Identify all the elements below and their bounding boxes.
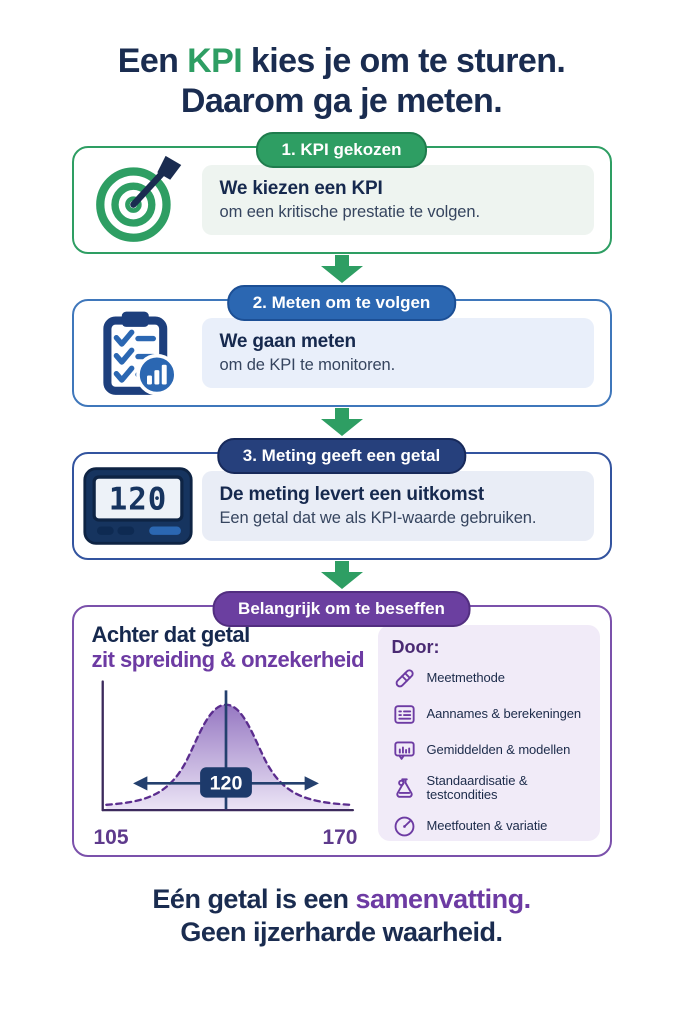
step-1-icon-col (74, 154, 202, 246)
cause-item-aannames: Aannames & berekeningen (392, 702, 588, 727)
step-2-content: We gaan meten om de KPI te monitoren. (201, 317, 594, 388)
clipboard-checklist-icon (102, 311, 178, 395)
title-part1: Een (117, 42, 188, 80)
cause-item-standaardisatie: Standaardisatie & testcondities (392, 772, 588, 804)
footer-line-2: Geen ijzerharde waarheid. (180, 917, 503, 948)
main-title: Een KPI kies je om te sturen. Daarom ga … (0, 0, 683, 122)
cause-label: Meetfouten & variatie (426, 818, 548, 834)
footer-line-1: Eén getal is een samenvatting. (0, 883, 683, 917)
down-arrow-icon (320, 254, 363, 283)
x-axis-labels: 105 170 (92, 826, 360, 850)
down-arrow-icon (320, 407, 363, 436)
step-3-body: Een getal dat we als KPI-waarde gebruike… (219, 508, 537, 527)
down-arrow-icon (320, 560, 363, 589)
insight-box: Belangrijk om te beseffen Achter dat get… (71, 590, 612, 857)
cause-item-meetmethode: Meetmethode (392, 666, 588, 691)
spread-arrowhead-right (304, 775, 319, 791)
flow-arrow-2 (72, 407, 612, 437)
center-value-badge (199, 766, 252, 798)
cause-label: Gemiddelden & modellen (426, 741, 571, 757)
footer-highlight: samenvatting. (355, 883, 532, 914)
title-line-2: Daarom ga je meten. (180, 81, 503, 120)
step-3-icon-col: 120 (74, 463, 202, 549)
insight-heading: Achter dat getal zit spreiding & onzeker… (92, 622, 370, 673)
footer-statement: Eén getal is een samenvatting. Geen ijze… (0, 883, 683, 951)
display-value: 120 (108, 481, 166, 517)
step-2-heading: We gaan meten (219, 330, 357, 352)
step-3-badge: 3. Meting geeft een getal (216, 437, 467, 474)
flow-arrow-3 (72, 560, 612, 590)
title-line-1: Een KPI kies je om te sturen. (0, 42, 683, 82)
causes-panel-title: Door: (391, 636, 440, 657)
step-2-icon-col (74, 307, 202, 399)
bell-curve-chart: 120 105 170 (92, 676, 360, 850)
flow-arrow-1 (72, 254, 612, 284)
checklist-card-icon (393, 704, 415, 724)
cause-label: Standaardisatie & testcondities (426, 772, 528, 803)
normal-distribution-plot: 120 (101, 679, 354, 811)
title-part2: kies je om te sturen. (242, 42, 566, 80)
causes-panel: Door: Meetmethode (377, 624, 600, 841)
chart-board-icon (393, 740, 415, 760)
cause-label: Meetmethode (426, 669, 506, 685)
step-2-body: om de KPI te monitoren. (219, 355, 396, 374)
gauge-icon (394, 817, 414, 837)
bell-flask-icon (395, 778, 413, 798)
step-1-content: We kiezen een KPI om een kritische prest… (201, 164, 594, 235)
cause-item-gemiddelden: Gemiddelden & modellen (392, 738, 588, 763)
step-3-heading: De meting levert een uitkomst (219, 483, 485, 505)
title-highlight-kpi: KPI (187, 42, 243, 80)
step-1-box: 1. KPI gekozen We kiezen een KPI om een … (71, 131, 612, 254)
step-3-box: 3. Meting geeft een getal 120 De meting … (71, 437, 612, 560)
insight-badge: Belangrijk om te beseffen (212, 590, 471, 627)
footer-part1: Eén getal is een (152, 883, 356, 914)
flow-diagram: 1. KPI gekozen We kiezen een KPI om een … (71, 131, 612, 857)
chart-label-max: 170 (322, 825, 358, 849)
insight-left-column: Achter dat getal zit spreiding & onzeker… (74, 607, 370, 855)
step-1-body: om een kritische prestatie te volgen. (219, 202, 481, 221)
bell-curve-area (105, 704, 349, 810)
cause-label: Aannames & berekeningen (426, 705, 582, 721)
step-1-heading: We kiezen een KPI (219, 177, 383, 199)
thermometer-icon (395, 668, 414, 687)
step-1-badge: 1. KPI gekozen (255, 131, 428, 168)
cause-item-meetfouten: Meetfouten & variatie (392, 814, 588, 839)
spread-arrowhead-left (132, 775, 147, 791)
digital-display-icon: 120 (82, 466, 193, 545)
center-value-label: 120 (209, 772, 242, 794)
chart-label-min: 105 (93, 825, 129, 849)
step-2-box: 2. Meten om te volgen (71, 284, 612, 407)
step-2-badge: 2. Meten om te volgen (226, 284, 457, 321)
target-dart-icon (95, 155, 181, 242)
insight-heading-line2: zit spreiding & onzekerheid (91, 647, 365, 673)
step-3-content: De meting levert een uitkomst Een getal … (201, 470, 594, 541)
